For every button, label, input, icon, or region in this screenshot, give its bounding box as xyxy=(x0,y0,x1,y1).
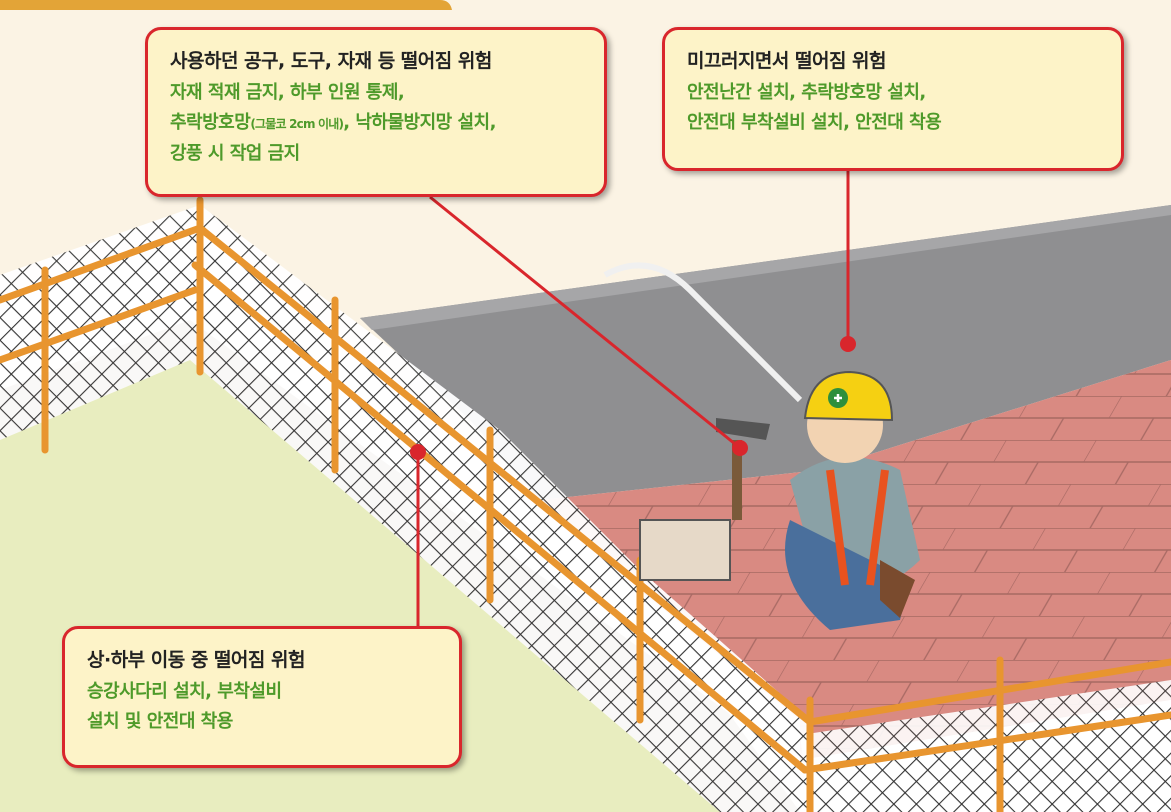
callout-moving-fall: 상·하부 이동 중 떨어짐 위험 승강사다리 설치, 부착설비 설치 및 안전대… xyxy=(62,626,462,768)
callout-measure: 추락방호망(그물코 2cm 이내), 낙하물방지망 설치, xyxy=(170,108,582,139)
callout-measure: 자재 적재 금지, 하부 인원 통제, xyxy=(170,82,405,103)
gable-net-band xyxy=(0,230,800,765)
callout-measure: 승강사다리 설치, 부착설비 xyxy=(87,681,282,702)
measure-text: 추락방호망 xyxy=(170,112,251,133)
worker-figure xyxy=(639,370,920,630)
leader-dots xyxy=(410,336,856,460)
shingle-stack xyxy=(639,519,731,581)
safety-railing xyxy=(0,196,1171,812)
top-tab xyxy=(0,0,452,10)
roof-ridge xyxy=(360,205,1171,330)
lifeline-rope xyxy=(603,262,803,403)
callout-measure: 안전난간 설치, 추락방호망 설치, xyxy=(687,82,926,103)
hammer-handle xyxy=(732,440,742,520)
callout-slip-fall: 미끄러지면서 떨어짐 위험 안전난간 설치, 추락방호망 설치, 안전대 부착설… xyxy=(662,27,1124,171)
callout-measure: 안전대 부착설비 설치, 안전대 착용 xyxy=(687,112,942,133)
callout-title: 상·하부 이동 중 떨어짐 위험 xyxy=(87,649,305,671)
callout-title: 사용하던 공구, 도구, 자재 등 떨어짐 위험 xyxy=(170,50,492,72)
callout-title: 미끄러지면서 떨어짐 위험 xyxy=(687,50,887,72)
helmet xyxy=(803,370,894,422)
measure-note: (그물코 2cm 이내) xyxy=(250,117,344,131)
callout-measure: 설치 및 안전대 착용 xyxy=(87,711,233,732)
callout-falling-objects: 사용하던 공구, 도구, 자재 등 떨어짐 위험 자재 적재 금지, 하부 인원… xyxy=(145,27,607,197)
hammer-head xyxy=(716,418,770,440)
leader-lines xyxy=(416,171,850,626)
callout-measure: 강풍 시 작업 금지 xyxy=(170,143,300,164)
roof-membrane xyxy=(360,205,1171,500)
measure-text: , 낙하물방지망 설치, xyxy=(343,112,496,133)
